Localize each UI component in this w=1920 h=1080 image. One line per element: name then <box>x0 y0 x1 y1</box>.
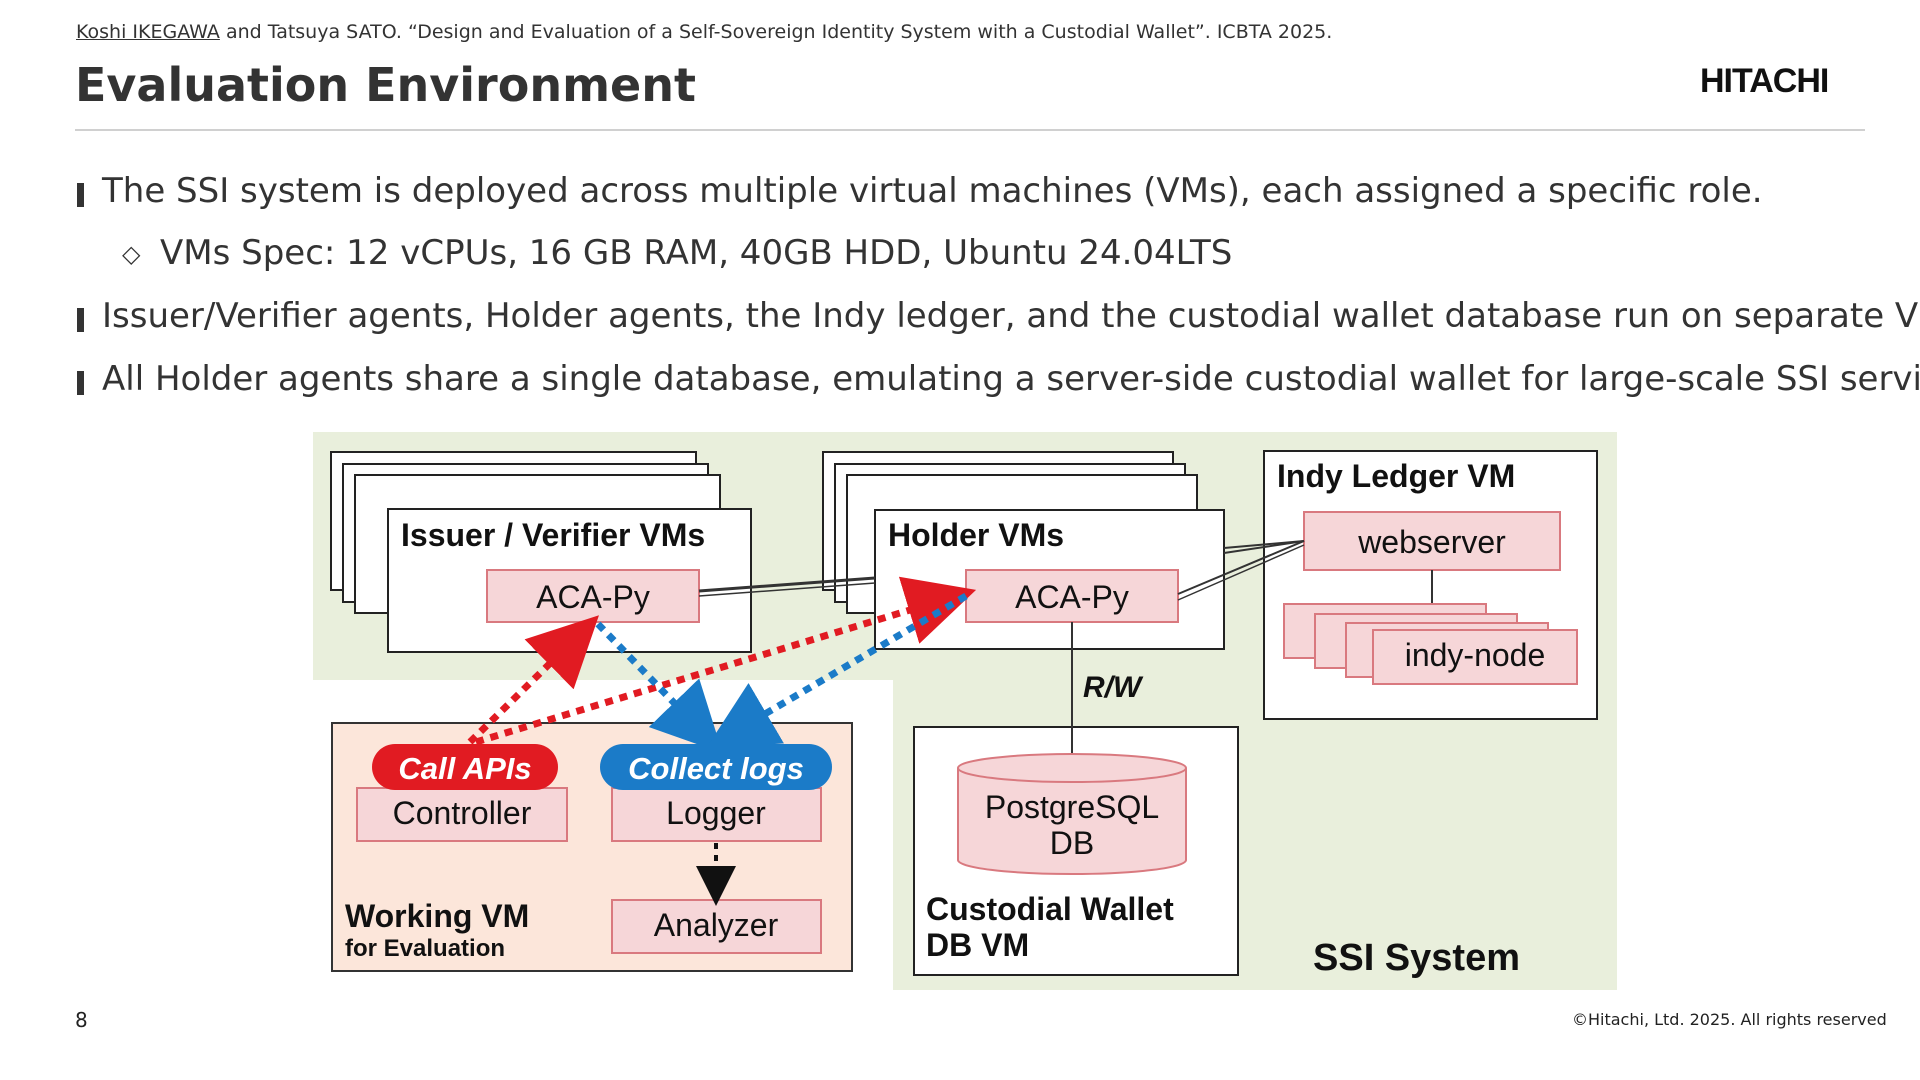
collect-logs-arrow-holder <box>705 592 968 749</box>
holder-webserver-link-2 <box>1223 540 1305 554</box>
collect-logs-arrow-issuer <box>595 621 723 754</box>
analyzer-label: Analyzer <box>654 907 779 943</box>
indy-node-label: indy-node <box>1405 637 1546 673</box>
title-divider <box>75 129 1865 131</box>
bullet-marker <box>77 183 84 207</box>
controller-box <box>356 787 568 842</box>
bullet-marker <box>77 371 84 395</box>
collect-logs-label: Collect logs <box>628 751 804 786</box>
webserver-box <box>1303 511 1561 571</box>
indy-ledger-title: Indy Ledger VM <box>1277 458 1515 494</box>
issuer-holder-link <box>698 576 876 593</box>
holder-acapy-label: ACA-Py <box>1015 579 1129 615</box>
citation-text: and Tatsuya SATO. “Design and Evaluation… <box>219 21 1333 43</box>
postgresql-label-line2: DB <box>1050 825 1094 861</box>
logger-box <box>611 787 822 842</box>
collect-logs-pill <box>600 744 832 790</box>
page-number: 8 <box>75 1008 88 1032</box>
rw-label: R/W <box>1083 671 1144 704</box>
analyzer-box <box>611 899 822 954</box>
ssi-system-label: SSI System <box>1313 937 1520 979</box>
custodial-wallet-title-line2: DB VM <box>926 927 1029 963</box>
sub-bullet-vm-spec: VMs Spec: 12 vCPUs, 16 GB RAM, 40GB HDD,… <box>160 233 1233 273</box>
hitachi-logo: HITACHI <box>1700 62 1829 100</box>
working-vm-title: Working VM <box>345 898 529 934</box>
issuer-acapy-label: ACA-Py <box>536 579 650 615</box>
postgresql-label-line1: PostgreSQL <box>985 789 1159 825</box>
working-vm-subtitle: for Evaluation <box>345 935 505 962</box>
issuer-vm-title: Issuer / Verifier VMs <box>401 517 705 553</box>
webserver-label: webserver <box>1357 524 1506 560</box>
acapy-webserver-link <box>1177 540 1305 595</box>
call-apis-label: Call APIs <box>398 751 531 786</box>
call-apis-pill <box>372 744 558 790</box>
holder-acapy-box <box>965 569 1179 623</box>
controller-label: Controller <box>393 795 532 831</box>
diamond-bullet-icon: ◇ <box>122 240 141 268</box>
logger-label: Logger <box>666 795 766 831</box>
custodial-wallet-title-line1: Custodial Wallet <box>926 891 1174 927</box>
citation-author-link[interactable]: Koshi IKEGAWA <box>76 21 220 43</box>
bullet-1: The SSI system is deployed across multip… <box>102 171 1763 211</box>
copyright: ©Hitachi, Ltd. 2025. All rights reserved <box>1572 1010 1887 1029</box>
holder-vm-title: Holder VMs <box>888 517 1064 553</box>
postgresql-cylinder <box>957 753 1187 875</box>
issuer-acapy-box <box>486 569 700 623</box>
citation: Koshi IKEGAWA and Tatsuya SATO. “Design … <box>76 21 1332 43</box>
acapy-webserver-link-2 <box>1177 544 1305 601</box>
issuer-holder-link-2 <box>698 582 876 597</box>
bullet-3: All Holder agents share a single databas… <box>102 359 1920 399</box>
indy-node-stack <box>1283 603 1578 685</box>
bullet-2: Issuer/Verifier agents, Holder agents, t… <box>102 296 1920 336</box>
bullet-marker <box>77 308 84 332</box>
call-apis-arrow-issuer <box>467 615 599 745</box>
page-title: Evaluation Environment <box>75 58 696 112</box>
